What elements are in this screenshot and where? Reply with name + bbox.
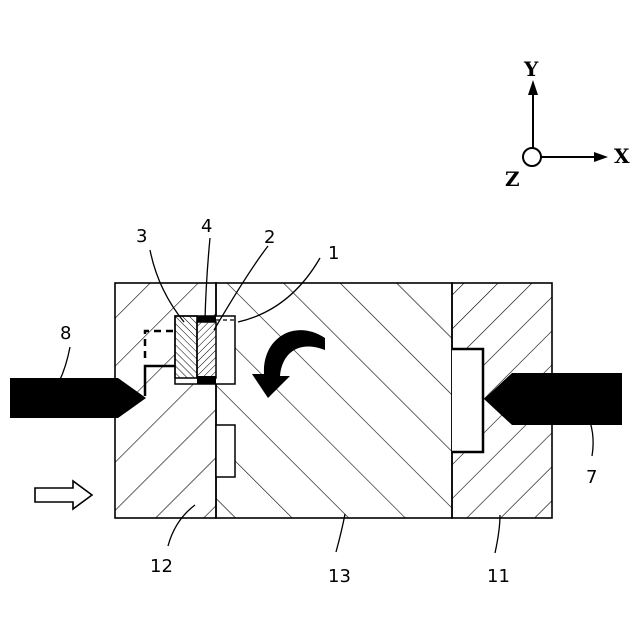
movement-arrow-icon [35,481,92,509]
bottom-bar [197,376,216,384]
coordinate-axes: Y X Z [505,57,630,191]
probe-8 [10,378,146,418]
label-part-1: 1 [328,243,339,264]
label-part-13: 13 [328,566,351,587]
axis-label-z: Z [505,167,520,191]
recess-13 [216,425,235,477]
leader-11 [495,515,500,553]
part-4-element [197,316,216,322]
label-part-4: 4 [201,216,212,237]
axis-label-x: X [614,144,630,168]
label-part-8: 8 [60,323,71,344]
probe-7 [484,373,622,425]
insert-assembly [175,316,235,384]
recess-11 [452,349,483,452]
label-part-12: 12 [150,556,173,577]
x-axis-arrowhead [594,152,608,162]
label-part-2: 2 [264,227,275,248]
label-part-3: 3 [136,226,147,247]
axis-label-y: Y [523,57,539,81]
part-2-element [197,322,216,378]
leader-13 [336,514,345,552]
y-axis-arrowhead [528,80,538,95]
label-part-11: 11 [487,566,510,587]
z-axis-circle [523,148,541,166]
part-3-element [175,316,197,378]
label-part-7: 7 [586,467,597,488]
